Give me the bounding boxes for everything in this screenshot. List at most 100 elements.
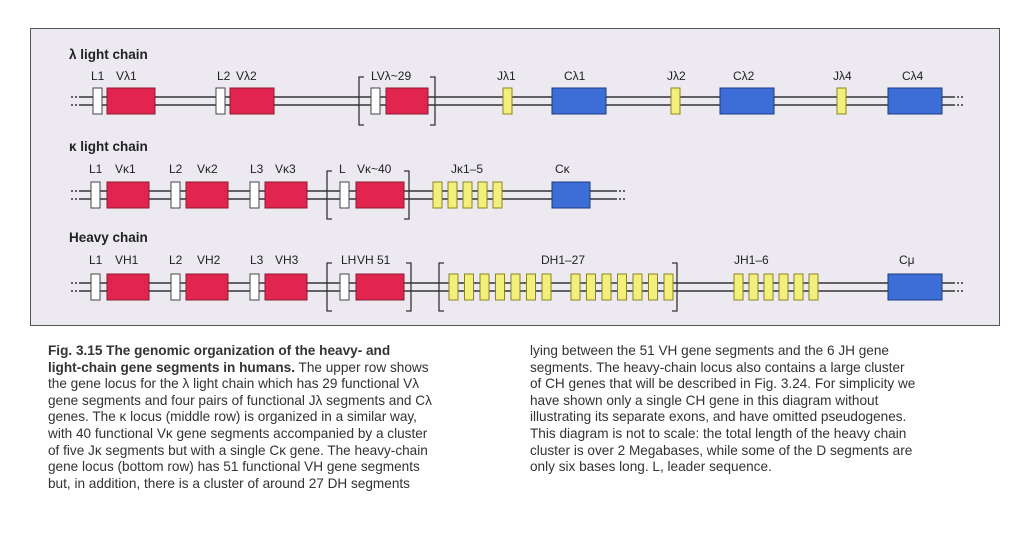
caption-line: light-chain gene segments in humans. The… [48, 360, 503, 377]
bracket-close [406, 262, 412, 312]
cluster-segment [477, 181, 488, 209]
v-segment [264, 273, 308, 301]
caption-line: lying between the 51 VH gene segments an… [530, 343, 889, 358]
leader-segment [339, 273, 350, 301]
c-segment [551, 87, 607, 115]
segment-label: Vκ3 [275, 162, 296, 176]
row-title: λ light chain [69, 47, 148, 62]
cluster-segment [492, 181, 503, 209]
bracket-close [404, 170, 410, 220]
leader-segment [90, 273, 101, 301]
cluster-segment [526, 273, 536, 301]
j-segment [670, 87, 681, 115]
segment-label: L2 [169, 162, 183, 176]
v-segment [106, 87, 156, 115]
caption-line: have shown only a single CH gene in this… [530, 392, 879, 408]
caption-line: with 40 functional Vκ gene segments acco… [48, 425, 428, 441]
v-segment [229, 87, 275, 115]
cluster-segment [464, 273, 474, 301]
segment-label: Vλ2 [236, 69, 257, 83]
caption-right-column: lying between the 51 VH gene segments an… [530, 343, 1000, 476]
cluster-segment [541, 273, 552, 301]
leader-segment [370, 87, 381, 115]
row-title: Heavy chain [69, 230, 148, 245]
segment-label: LH [341, 253, 356, 267]
segment-label: VH3 [275, 253, 299, 267]
bracket-close [672, 262, 678, 312]
bracket-open [326, 170, 332, 220]
row-title: κ light chain [69, 139, 148, 154]
cluster-segment [479, 273, 490, 301]
cluster-segment [570, 273, 581, 301]
caption-line: the gene locus for the λ light chain whi… [48, 376, 420, 392]
c-segment [887, 273, 943, 301]
segment-label: Vλ1 [116, 69, 137, 83]
c-segment [887, 87, 943, 115]
segment-label: L1 [91, 69, 105, 83]
bracket-close [430, 76, 436, 126]
v-segment [355, 181, 405, 209]
caption-line: but, in addition, there is a cluster of … [48, 475, 410, 491]
segment-label: Cλ4 [902, 69, 924, 83]
cluster-segment [586, 273, 596, 301]
segment-label: Cκ [555, 162, 571, 176]
j-segment [836, 87, 847, 115]
segment-label: JH1–6 [734, 253, 769, 267]
segment-label: L [339, 162, 346, 176]
cluster-segment [617, 273, 627, 301]
segment-label: Jκ1–5 [451, 162, 483, 176]
caption-line: genes. The κ locus (middle row) is organ… [48, 409, 417, 425]
cluster-segment [793, 273, 804, 301]
bracket-open [358, 76, 364, 126]
leader-segment [90, 181, 101, 209]
cluster-segment [432, 181, 443, 209]
cluster-segment [462, 181, 473, 209]
caption-line: of CH genes that will be described in Fi… [530, 376, 916, 392]
caption-line: gene segments and four pairs of function… [48, 392, 432, 408]
bracket-open [438, 262, 444, 312]
segment-label: Jλ4 [833, 69, 852, 83]
cluster-segment [495, 273, 505, 301]
caption-line: Fig. 3.15 The genomic organization of th… [48, 343, 503, 360]
v-segment [106, 181, 150, 209]
segment-label: L3 [250, 253, 264, 267]
cluster-segment [733, 273, 744, 301]
cluster-segment [447, 181, 458, 209]
segment-label: L2 [169, 253, 183, 267]
c-segment [719, 87, 775, 115]
segment-label: VH1 [115, 253, 139, 267]
caption-line: only six bases long. L, leader sequence. [530, 459, 772, 475]
leader-segment [249, 273, 260, 301]
caption-title-text: light-chain gene segments in humans. [48, 359, 295, 375]
leader-segment [170, 181, 181, 209]
segment-label: L1 [89, 162, 103, 176]
leader-segment [170, 273, 181, 301]
cluster-segment [632, 273, 643, 301]
caption-line: gene locus (bottom row) has 51 functiona… [48, 459, 420, 475]
cluster-segment [808, 273, 819, 301]
v-segment [185, 181, 229, 209]
v-segment [264, 181, 308, 209]
segment-label: Jλ1 [497, 69, 516, 83]
cluster-segment [601, 273, 612, 301]
v-segment [106, 273, 150, 301]
caption-left-column: Fig. 3.15 The genomic organization of th… [48, 343, 503, 492]
cluster-segment [778, 273, 789, 301]
segment-label: VH2 [197, 253, 221, 267]
caption-body-text: The upper row shows [295, 359, 429, 375]
cluster-segment [510, 273, 521, 301]
cluster-segment [763, 273, 774, 301]
caption-line: illustrating its separate exons, and hav… [530, 409, 907, 425]
v-segment [385, 87, 429, 115]
segment-label: Cλ2 [733, 69, 755, 83]
segment-label: Cμ [899, 253, 915, 267]
bracket-open [326, 262, 332, 312]
caption-figure-label: Fig. 3.15 The genomic organization of th… [48, 343, 391, 358]
segment-label: Cλ1 [564, 69, 586, 83]
segment-label: L3 [250, 162, 264, 176]
